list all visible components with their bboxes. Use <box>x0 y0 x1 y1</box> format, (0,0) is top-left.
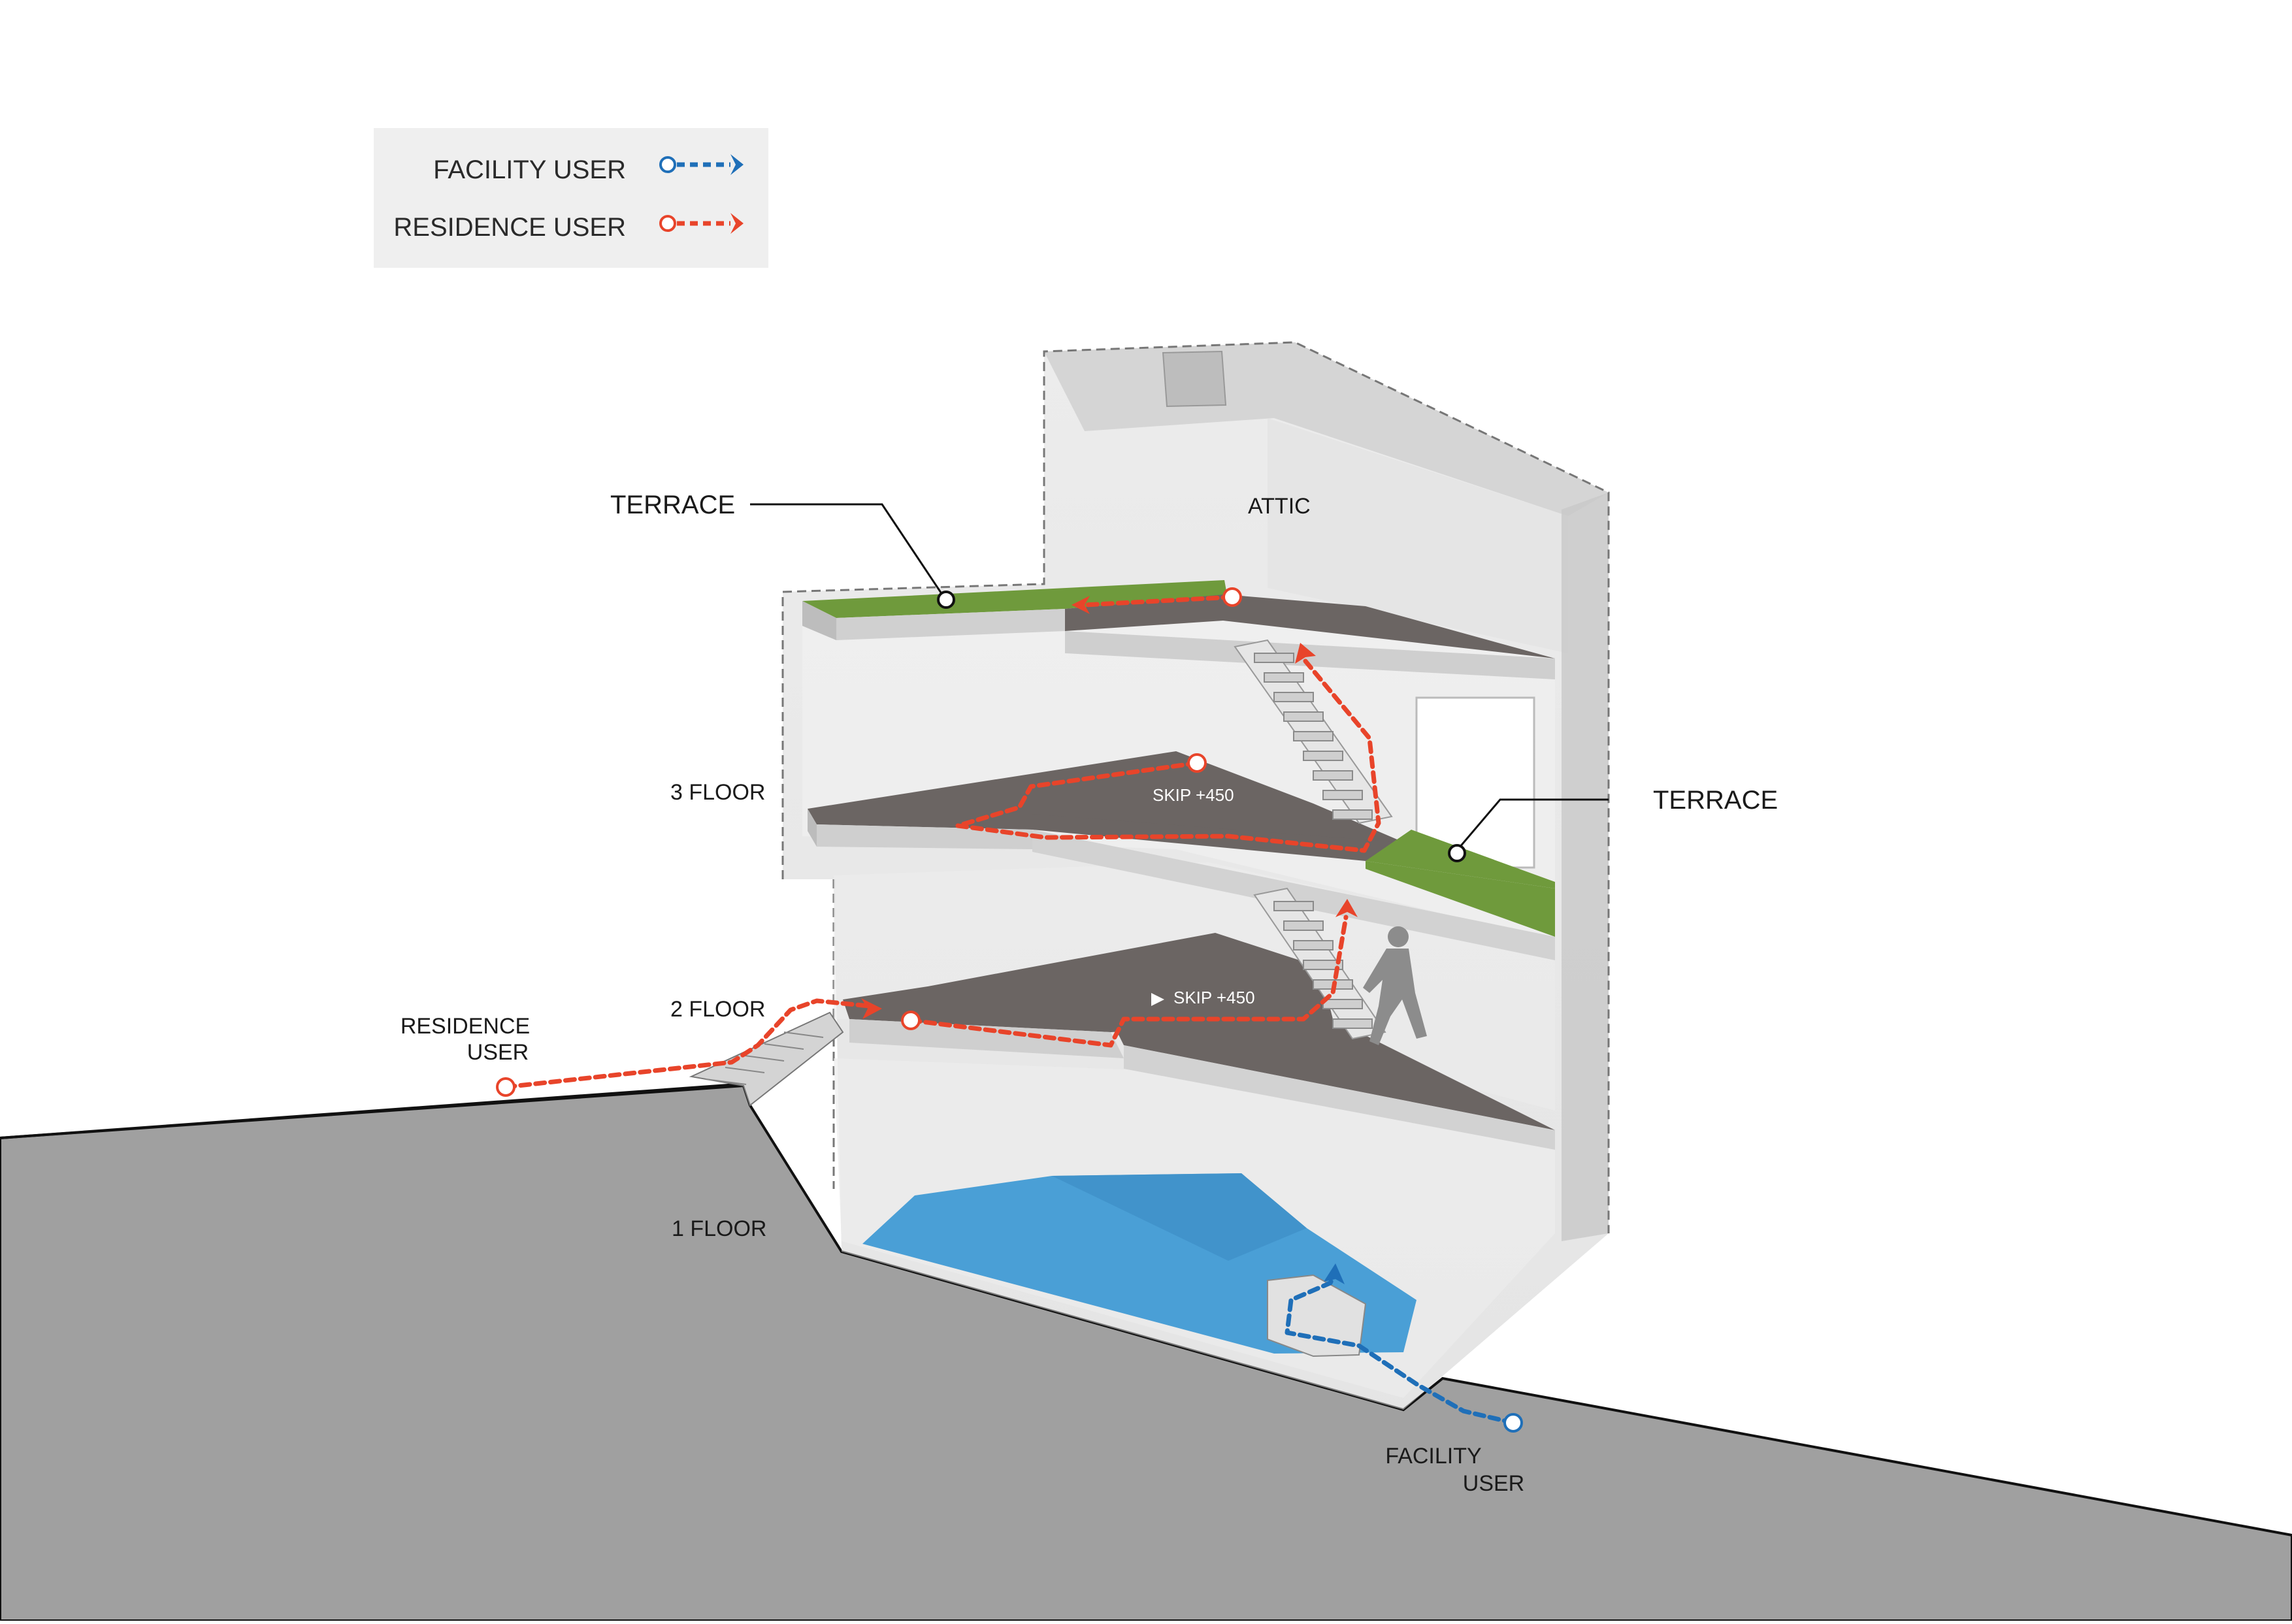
label-floor3: 3 FLOOR <box>670 780 765 805</box>
facility-route <box>1285 1275 1516 1425</box>
skylight <box>1162 350 1227 408</box>
floor2-slab <box>843 933 1555 1150</box>
stair-lower <box>1253 887 1386 1040</box>
label-skip-lower: SKIP +450 <box>1173 988 1255 1007</box>
label-attic: ATTIC <box>1248 494 1311 519</box>
residence-start-marker-icon <box>496 1077 516 1097</box>
residence-arrow-upper-stair-icon <box>1295 643 1316 664</box>
terrace-upper-pointer-icon <box>937 591 955 609</box>
label-floor2: 2 FLOOR <box>670 997 765 1022</box>
entrance-stair <box>689 1011 844 1107</box>
skip-lower-marker-icon <box>1151 993 1164 1006</box>
residence-arrow-stair-icon <box>1335 899 1358 917</box>
ground-edge <box>0 1083 738 1139</box>
label-terrace-lower: TERRACE <box>1653 786 1778 815</box>
residence-arrow-2f-icon <box>861 998 882 1019</box>
residence-route <box>503 594 1381 1090</box>
legend-residence-label: RESIDENCE USER <box>393 213 626 242</box>
pool <box>862 1173 1416 1357</box>
stair-upper <box>1234 639 1393 824</box>
residence-2f-marker-icon <box>901 1011 921 1030</box>
leader-lines <box>750 503 1609 853</box>
legend: FACILITY USER RESIDENCE USER <box>374 128 768 268</box>
label-facility-user-line1: FACILITY <box>1385 1444 1481 1469</box>
label-terrace-upper: TERRACE <box>610 491 735 519</box>
walking-person-icon <box>1363 926 1427 1045</box>
facility-start-marker-icon <box>1503 1413 1523 1433</box>
residence-route-markers <box>496 587 1358 1097</box>
label-floor1: 1 FLOOR <box>672 1216 766 1241</box>
label-facility-user-line2: USER <box>1463 1471 1524 1496</box>
residence-arrow-terrace-icon <box>1072 596 1090 614</box>
terrace-lower-pointer-icon <box>1448 844 1466 862</box>
facility-arrow-icon <box>1324 1263 1345 1284</box>
legend-facility-arrow-icon <box>659 154 744 175</box>
label-residence-user-line2: USER <box>467 1040 529 1065</box>
residence-3f-marker-icon <box>1187 753 1207 773</box>
label-skip-upper: SKIP +450 <box>1153 785 1234 805</box>
legend-facility-label: FACILITY USER <box>433 155 626 184</box>
label-residence-user-line1: RESIDENCE <box>401 1014 530 1039</box>
legend-background <box>374 128 768 268</box>
legend-residence-arrow-icon <box>659 213 744 234</box>
residence-terrace-marker-icon <box>1222 587 1242 607</box>
